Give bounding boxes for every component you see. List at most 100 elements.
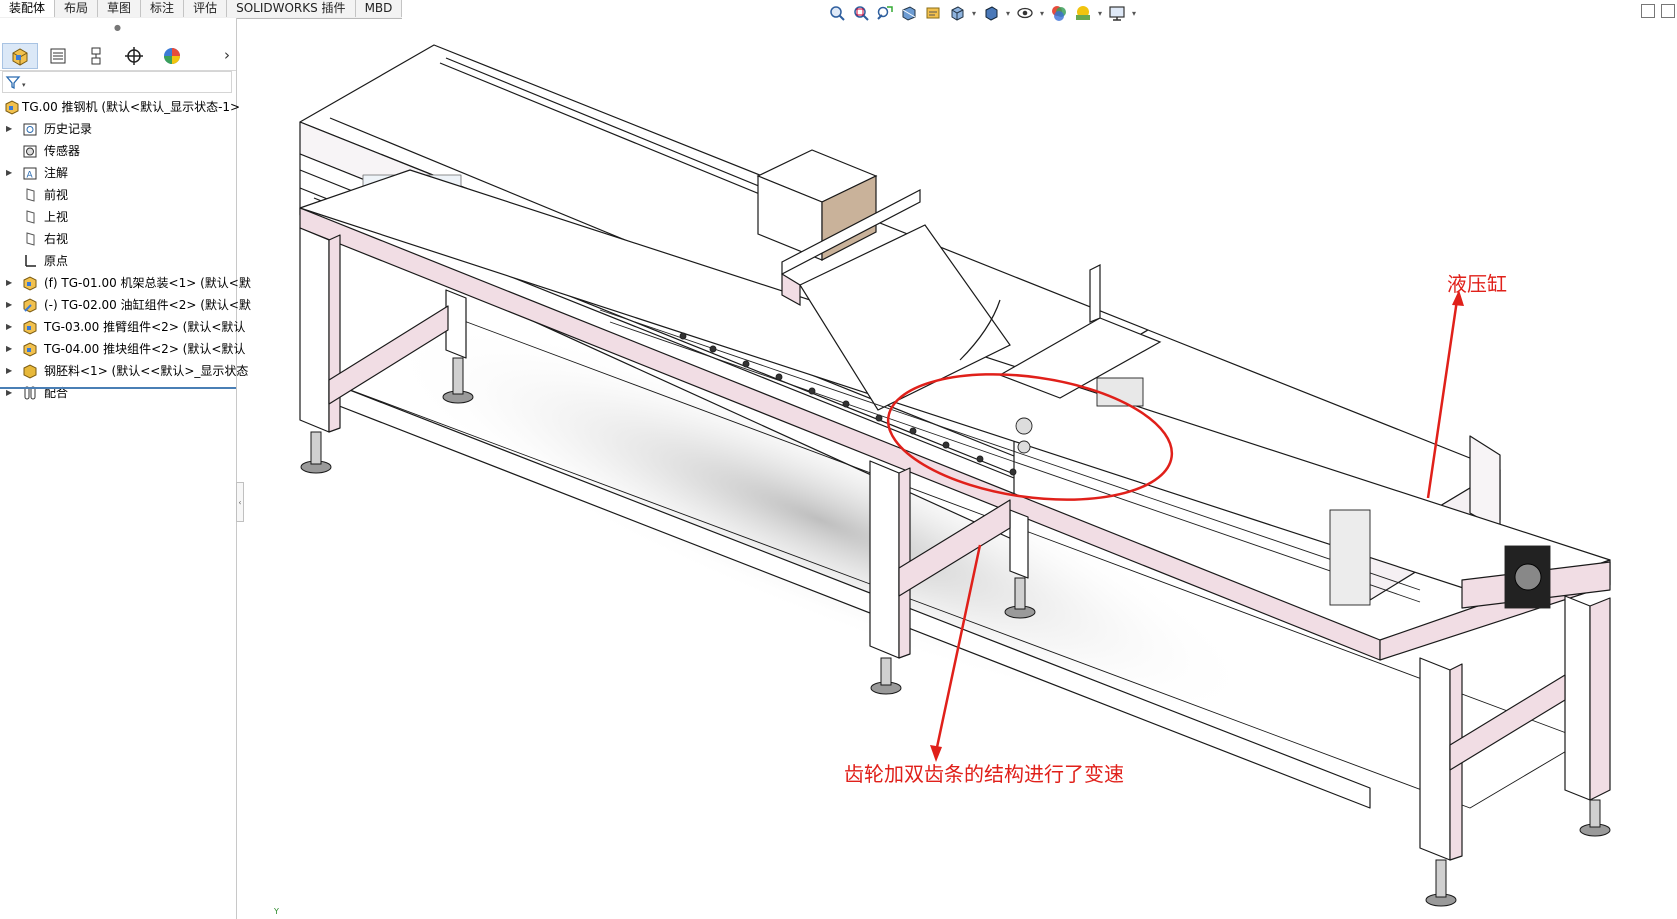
expand-arrow-icon[interactable]: ▶ (6, 278, 13, 287)
tree-item-label: 原点 (44, 254, 69, 268)
tree-item[interactable]: ▶ (-) TG-02.00 油缸组件<2> (默认<默 (0, 294, 251, 316)
command-tabs: 装配体 布局 草图 标注 评估 SOLIDWORKS 插件 MBD (0, 0, 403, 19)
gear-rack-label: 齿轮加双齿条的结构进行了变速 (844, 762, 1124, 786)
plane-icon (26, 188, 35, 202)
hide-show-dropdown-icon[interactable]: ▾ (1039, 8, 1044, 18)
zoom-to-area-icon[interactable] (850, 2, 872, 24)
apply-scene-icon[interactable] (1072, 2, 1094, 24)
machine-frame[interactable] (299, 44, 1611, 861)
annotation-markup (886, 290, 1464, 762)
tree-item[interactable]: ▶历史记录 (0, 118, 236, 140)
tab-evaluate[interactable]: 评估 (184, 0, 228, 17)
tree-item-label: 传感器 (44, 144, 81, 158)
previous-view-icon[interactable] (874, 2, 896, 24)
view-settings-icon[interactable] (1106, 2, 1128, 24)
tree-filter-bar[interactable]: ▾ (2, 71, 232, 93)
hydraulic-cylinder-arrow (1426, 299, 1459, 499)
filter-icon[interactable] (5, 75, 21, 90)
filter-dropdown-icon[interactable]: ▾ (22, 81, 26, 89)
svg-text:A: A (27, 171, 34, 181)
tree-root-label: TG.00 推钢机 (默认<默认_显示状态-1> (22, 100, 241, 114)
hide-show-items-icon[interactable] (1014, 2, 1036, 24)
expand-arrow-icon[interactable]: ▶ (6, 124, 13, 133)
restore-window-icon[interactable] (1661, 4, 1675, 18)
hydraulic-cylinder-label: 液压缸 (1447, 272, 1507, 296)
tree-item[interactable]: ▶ TG-04.00 推块组件<2> (默认<默认 (0, 338, 245, 360)
section-view-icon[interactable] (898, 2, 920, 24)
history-icon (23, 123, 37, 136)
feature-tree: TG.00 推钢机 (默认<默认_显示状态-1> ▶历史记录传感器 ▶ A 注解前视上… (0, 96, 251, 404)
tab-solidworks-addins[interactable]: SOLIDWORKS 插件 (227, 0, 356, 17)
apply-scene-dropdown-icon[interactable]: ▾ (1097, 8, 1102, 18)
origin-icon (25, 255, 36, 267)
tree-item[interactable]: ▶配合 (0, 382, 236, 404)
tree-item[interactable]: 传感器 (0, 140, 236, 162)
zoom-to-fit-icon[interactable] (826, 2, 848, 24)
tab-markup[interactable]: 标注 (141, 0, 185, 17)
tab-mbd[interactable]: MBD (355, 0, 403, 17)
displaymanager-tab-icon[interactable] (154, 43, 190, 69)
panel-grip-icon[interactable]: ● (114, 23, 121, 32)
feature-manager-panel: ● › ▾ TG.00 推钢机 (默认<默认_显示状态-1> ▶历史记录传感器 ▶… (0, 18, 251, 919)
annotation-icon: A (23, 167, 37, 181)
dimxpert-tab-icon[interactable] (116, 43, 152, 69)
dynamic-annotation-icon[interactable] (922, 2, 944, 24)
expand-arrow-icon[interactable]: ▶ (6, 168, 13, 177)
rack-bolts (679, 332, 1017, 476)
subassembly-icon (23, 320, 37, 335)
display-style-dropdown-icon[interactable]: ▾ (1005, 8, 1010, 18)
display-style-icon[interactable] (980, 2, 1002, 24)
gear-rack-assembly[interactable] (599, 309, 1551, 609)
expand-arrow-icon[interactable]: ▶ (6, 366, 13, 375)
edit-appearance-icon[interactable] (1048, 2, 1070, 24)
plane-icon (26, 210, 35, 224)
tree-item[interactable]: 原点 (0, 250, 236, 272)
tab-layout[interactable]: 布局 (55, 0, 99, 17)
sensor-icon (23, 145, 37, 158)
tree-item[interactable]: 上视 (0, 206, 236, 228)
tree-item-label: 钢胚料<1> (默认<<默认>_显示状态 (44, 364, 249, 378)
floating-subassembly-icon (23, 298, 37, 313)
subassembly-icon (23, 276, 37, 291)
hydraulic-cylinder-arrowhead (1452, 290, 1464, 306)
floor-shadow (382, 323, 1258, 717)
view-orientation-icon[interactable] (946, 2, 968, 24)
manager-tabs: › (0, 42, 236, 71)
tree-item[interactable]: ▶ A 注解 (0, 162, 236, 184)
tree-item-label: 注解 (44, 166, 69, 180)
featuremanager-tab-icon[interactable] (2, 43, 38, 69)
tab-sketch[interactable]: 草图 (98, 0, 142, 17)
tree-item[interactable]: 右视 (0, 228, 236, 250)
panel-collapse-handle[interactable]: ‹ (236, 482, 244, 522)
tree-item[interactable]: ▶ TG-03.00 推臂组件<2> (默认<默认 (0, 316, 245, 338)
subassembly-icon (23, 342, 37, 357)
leveling-feet (300, 357, 1611, 907)
tree-item[interactable]: 前视 (0, 184, 236, 206)
split-view-icon[interactable] (1641, 4, 1655, 18)
chevron-right-icon[interactable]: › (224, 46, 230, 64)
propertymanager-tab-icon[interactable] (40, 43, 76, 69)
configurationmanager-tab-icon[interactable] (78, 43, 114, 69)
tree-item-label: (-) TG-02.00 油缸组件<2> (默认<默 (44, 298, 251, 312)
tree-item[interactable]: ▶ 钢胚料<1> (默认<<默认>_显示状态 (0, 360, 248, 382)
expand-arrow-icon[interactable]: ▶ (6, 344, 13, 353)
tab-assembly[interactable]: 装配体 (0, 0, 56, 17)
heads-up-toolbar: ▾ ▾ ▾ ▾ ▾ (826, 2, 1138, 24)
gear-rack-arrow (934, 544, 982, 753)
assembly-icon (5, 100, 19, 115)
tree-item-label: 上视 (44, 210, 69, 224)
tree-item-label: TG-03.00 推臂组件<2> (默认<默认 (44, 320, 246, 334)
tree-item-label: (f) TG-01.00 机架总装<1> (默认<默 (44, 276, 251, 290)
tree-root[interactable]: TG.00 推钢机 (默认<默认_显示状态-1> (0, 96, 240, 118)
expand-arrow-icon[interactable]: ▶ (6, 388, 13, 397)
tree-item[interactable]: ▶ (f) TG-01.00 机架总装<1> (默认<默 (0, 272, 251, 294)
push-arm[interactable] (781, 189, 1162, 411)
tree-item-label: 前视 (44, 188, 69, 202)
graphics-viewport[interactable] (244, 18, 1677, 919)
plane-icon (26, 232, 35, 246)
view-orientation-dropdown-icon[interactable]: ▾ (971, 8, 976, 18)
expand-arrow-icon[interactable]: ▶ (6, 322, 13, 331)
tree-item-label: TG-04.00 推块组件<2> (默认<默认 (44, 342, 246, 356)
view-settings-dropdown-icon[interactable]: ▾ (1131, 8, 1136, 18)
expand-arrow-icon[interactable]: ▶ (6, 300, 13, 309)
